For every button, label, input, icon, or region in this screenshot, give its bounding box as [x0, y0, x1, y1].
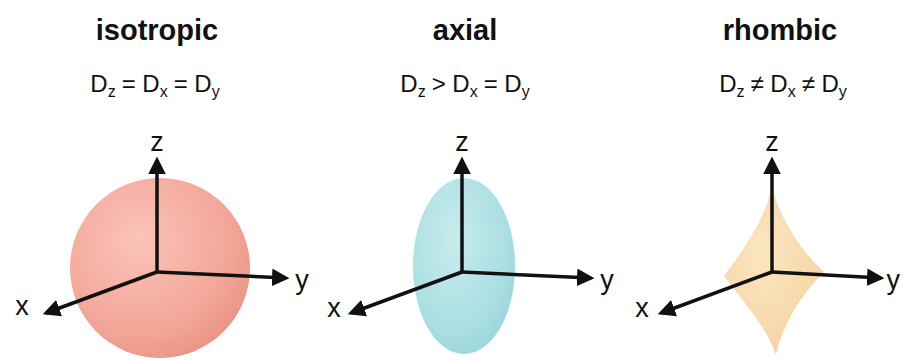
x-axis	[351, 272, 462, 313]
equation-term: D	[719, 70, 736, 97]
subscript: z	[418, 83, 426, 100]
tensor-equation: Dz= Dx= Dy	[90, 72, 219, 100]
panel-title: axial	[433, 16, 498, 45]
axis-label: x	[327, 295, 341, 322]
axis-label: y	[887, 267, 901, 294]
equation-term: = D	[168, 70, 212, 97]
subscript: x	[788, 83, 796, 100]
subscript: y	[212, 83, 220, 100]
tensor-equation: Dz> Dx= Dy	[400, 72, 529, 100]
axis-label: z	[765, 129, 779, 156]
isotropic-sphere	[70, 178, 250, 358]
subscript: x	[160, 83, 168, 100]
axis-label: x	[635, 295, 649, 322]
z-axis	[770, 160, 774, 272]
axis-label: x	[15, 293, 29, 320]
axial-ellipsoid	[413, 178, 515, 354]
equation-term: = D	[116, 70, 160, 97]
axis-label: z	[455, 129, 469, 156]
subscript: x	[470, 83, 478, 100]
tensor-equation: Dz≠ Dx≠ Dy	[719, 72, 847, 100]
axis-label: z	[150, 129, 164, 156]
y-axis	[462, 272, 591, 278]
z-axis	[155, 160, 159, 272]
panel-title: isotropic	[96, 16, 218, 45]
axis-label: y	[600, 267, 614, 294]
y-axis	[157, 272, 286, 278]
y-axis	[772, 272, 881, 278]
x-axis	[661, 272, 772, 313]
equation-term: ≠ D	[745, 70, 788, 97]
subscript: y	[522, 83, 530, 100]
z-axis	[460, 160, 464, 272]
x-axis	[46, 272, 157, 313]
equation-term: ≠ D	[796, 70, 839, 97]
equation-term: = D	[478, 70, 522, 97]
subscript: z	[737, 83, 745, 100]
equation-term: > D	[426, 70, 470, 97]
subscript: y	[839, 83, 847, 100]
equation-term: D	[90, 70, 107, 97]
panel-title: rhombic	[723, 16, 837, 45]
subscript: z	[108, 83, 116, 100]
axis-label: y	[295, 267, 309, 294]
equation-term: D	[400, 70, 417, 97]
